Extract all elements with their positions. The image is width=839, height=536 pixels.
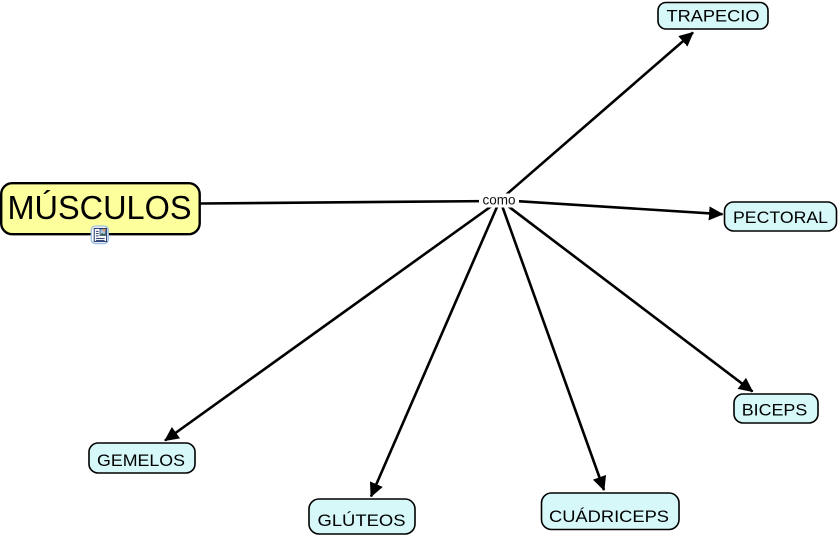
svg-text:como: como (483, 193, 516, 208)
svg-text:GLÚTEOS: GLÚTEOS (318, 511, 406, 530)
svg-text:BICEPS: BICEPS (742, 401, 808, 420)
svg-text:CUÁDRICEPS: CUÁDRICEPS (549, 507, 669, 526)
svg-text:MÚSCULOS: MÚSCULOS (8, 189, 192, 226)
svg-text:PECTORAL: PECTORAL (733, 208, 828, 227)
svg-text:TRAPECIO: TRAPECIO (667, 7, 760, 26)
svg-text:GEMELOS: GEMELOS (97, 451, 185, 470)
